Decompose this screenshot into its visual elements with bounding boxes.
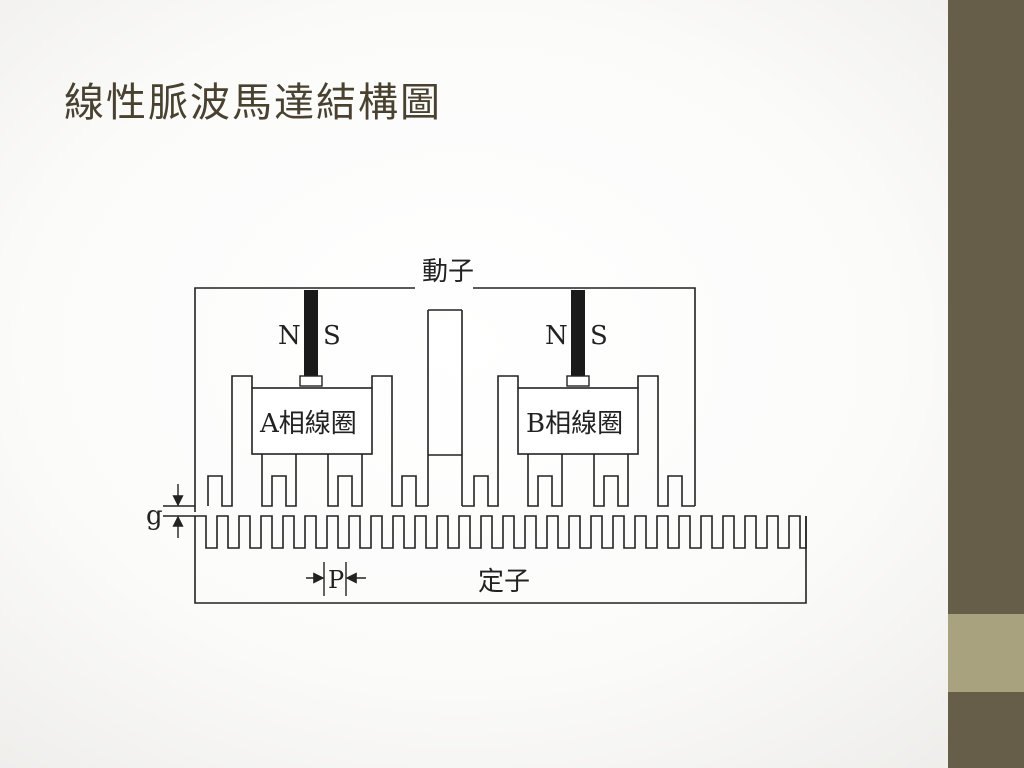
mover-tooth [527, 454, 563, 507]
sidebar-accent-bottom [948, 692, 1024, 768]
pole-s-left: S [323, 321, 341, 351]
core-right [462, 375, 695, 507]
stator-label: 定子 [478, 567, 530, 597]
gap-label: g [146, 501, 163, 531]
magnet-right [566, 290, 590, 387]
coil-label-left: A相線圈 [259, 409, 357, 439]
mover-tooth [327, 454, 363, 507]
pole-s-right: S [590, 321, 608, 351]
coil-box-right [517, 387, 639, 455]
mover-teeth [261, 454, 629, 507]
mover-label: 動子 [422, 257, 474, 287]
gap-indicator [163, 484, 195, 538]
mover-frame [194, 287, 696, 512]
pitch-indicator [306, 562, 366, 596]
stator-teeth [195, 515, 807, 549]
pole-n-right: N [545, 321, 568, 351]
stator-body [194, 516, 807, 604]
sidebar-accent-top [948, 0, 1024, 614]
coil-label-right: B相線圈 [526, 409, 623, 439]
coil-box-left [251, 387, 373, 455]
magnet-left [299, 290, 323, 387]
pole-n-left: N [278, 321, 301, 351]
slide-title: 線性脈波馬達結構圖 [64, 80, 442, 126]
core-left [207, 375, 428, 507]
pitch-label: P [328, 566, 344, 594]
sidebar-accent-middle [948, 614, 1024, 692]
mover-tooth [261, 454, 297, 507]
mover-tooth [593, 454, 629, 507]
